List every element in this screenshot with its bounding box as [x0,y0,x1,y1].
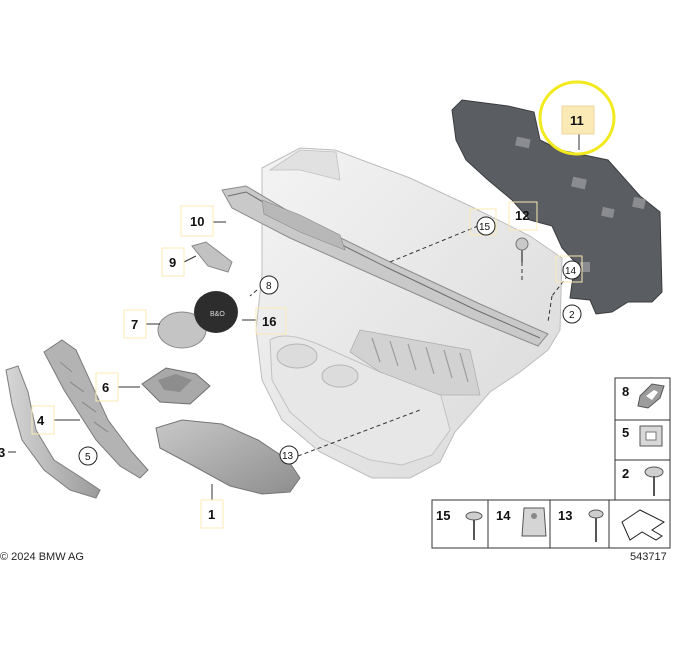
svg-text:4: 4 [37,413,45,428]
svg-text:14: 14 [496,508,511,523]
svg-text:8: 8 [622,384,629,399]
svg-text:15: 15 [436,508,450,523]
svg-text:15: 15 [479,222,491,233]
screw-15-icon [465,511,483,540]
clip-8-icon [637,383,665,409]
circle-8: 8 [259,275,279,295]
svg-text:13: 13 [282,451,294,462]
screw-2-icon [644,466,664,496]
sound-insulation-panel [451,99,663,315]
label-16: 16 [255,307,287,335]
label-10: 10 [180,205,214,237]
screw-12 [515,237,529,262]
svg-text:16: 16 [262,314,276,329]
armrest [155,419,301,495]
label-6: 6 [95,372,119,402]
label-3: 3 [0,445,5,460]
svg-text:6: 6 [102,380,109,395]
svg-text:14: 14 [565,266,577,277]
svg-text:9: 9 [169,255,176,270]
svg-text:8: 8 [266,281,272,292]
label-11: 11 [561,105,595,135]
svg-text:13: 13 [558,508,572,523]
screw-13-icon [588,509,604,542]
nut-14-icon [521,507,547,537]
grab-rail-carrier [43,339,149,479]
svg-text:3: 3 [0,445,5,460]
svg-text:1: 1 [208,507,215,522]
circle-13: 13 [279,445,299,465]
label-12: 12 [508,201,538,231]
speaker-cover [194,291,238,333]
diagram-number: 543717 [630,551,667,563]
circle-2: 2 [562,304,582,324]
switch-unit [141,367,211,405]
svg-text:12: 12 [515,208,529,223]
svg-text:10: 10 [190,214,204,229]
label-1: 1 [200,499,224,529]
circle-15: 15 [469,208,497,236]
label-4: 4 [31,405,55,435]
trim-strip [5,365,101,499]
solid-leaders [8,134,580,500]
copyright-text: © 2024 BMW AG [0,551,84,563]
svg-text:5: 5 [85,452,91,463]
clip-part [191,241,233,273]
svg-text:7: 7 [131,317,138,332]
svg-text:11: 11 [570,113,584,128]
clip-5-icon [639,425,663,447]
svg-text:5: 5 [622,425,629,440]
highlight-ring [538,80,616,156]
svg-text:2: 2 [569,310,575,321]
direction-arrow-icon [621,509,665,541]
leader-lines [249,225,573,457]
label-7: 7 [123,309,147,339]
circle-14: 14 [555,255,583,283]
decor-strip [221,185,549,347]
circle-5: 5 [78,446,98,466]
svg-text:2: 2 [622,466,629,481]
legend-table: 8 5 2 15 14 13 [431,377,671,549]
svg-text:B&O: B&O [210,311,225,318]
label-9: 9 [161,247,185,277]
